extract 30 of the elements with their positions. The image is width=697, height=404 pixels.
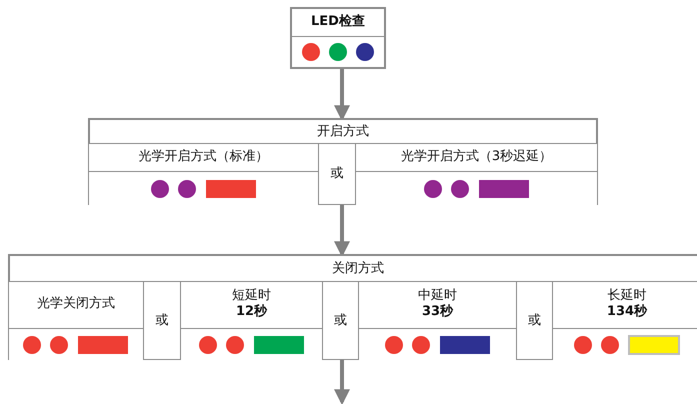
delay-value: 12秒: [234, 304, 268, 320]
or-cell: [516, 281, 553, 360]
mode-title: 光学关闭方式: [36, 296, 116, 312]
mode-cell: [290, 7, 386, 69]
group-panel: [88, 118, 598, 205]
or-cell: [143, 281, 181, 360]
mode-title: 中延时: [417, 288, 458, 304]
mode-cell: [552, 281, 697, 360]
mode-title: 光学开启方式（标准）: [138, 148, 270, 164]
or-label: 或: [330, 166, 344, 182]
or-label: 或: [333, 312, 348, 328]
mode-cell: [88, 143, 319, 205]
or-label: 或: [527, 312, 542, 328]
group-title: 开启方式: [316, 124, 370, 140]
or-label: 或: [154, 312, 170, 328]
delay-value: 33秒: [420, 304, 454, 320]
arrow: [334, 360, 350, 404]
or-cell: [322, 281, 359, 360]
mode-cell: [358, 281, 517, 360]
delay-value: 134秒: [606, 304, 648, 320]
mode-title: 短延时: [231, 288, 272, 304]
mode-cell: [355, 143, 598, 205]
mode-cell: [8, 281, 144, 360]
group-title: 关闭方式: [331, 260, 385, 276]
or-cell: [318, 143, 356, 205]
mode-cell: [180, 281, 323, 360]
group-panel: [8, 254, 697, 360]
mode-title: LED检查: [310, 14, 366, 30]
mode-title: 长延时: [606, 288, 648, 304]
mode-title: 光学开启方式（3秒迟延）: [400, 148, 554, 164]
